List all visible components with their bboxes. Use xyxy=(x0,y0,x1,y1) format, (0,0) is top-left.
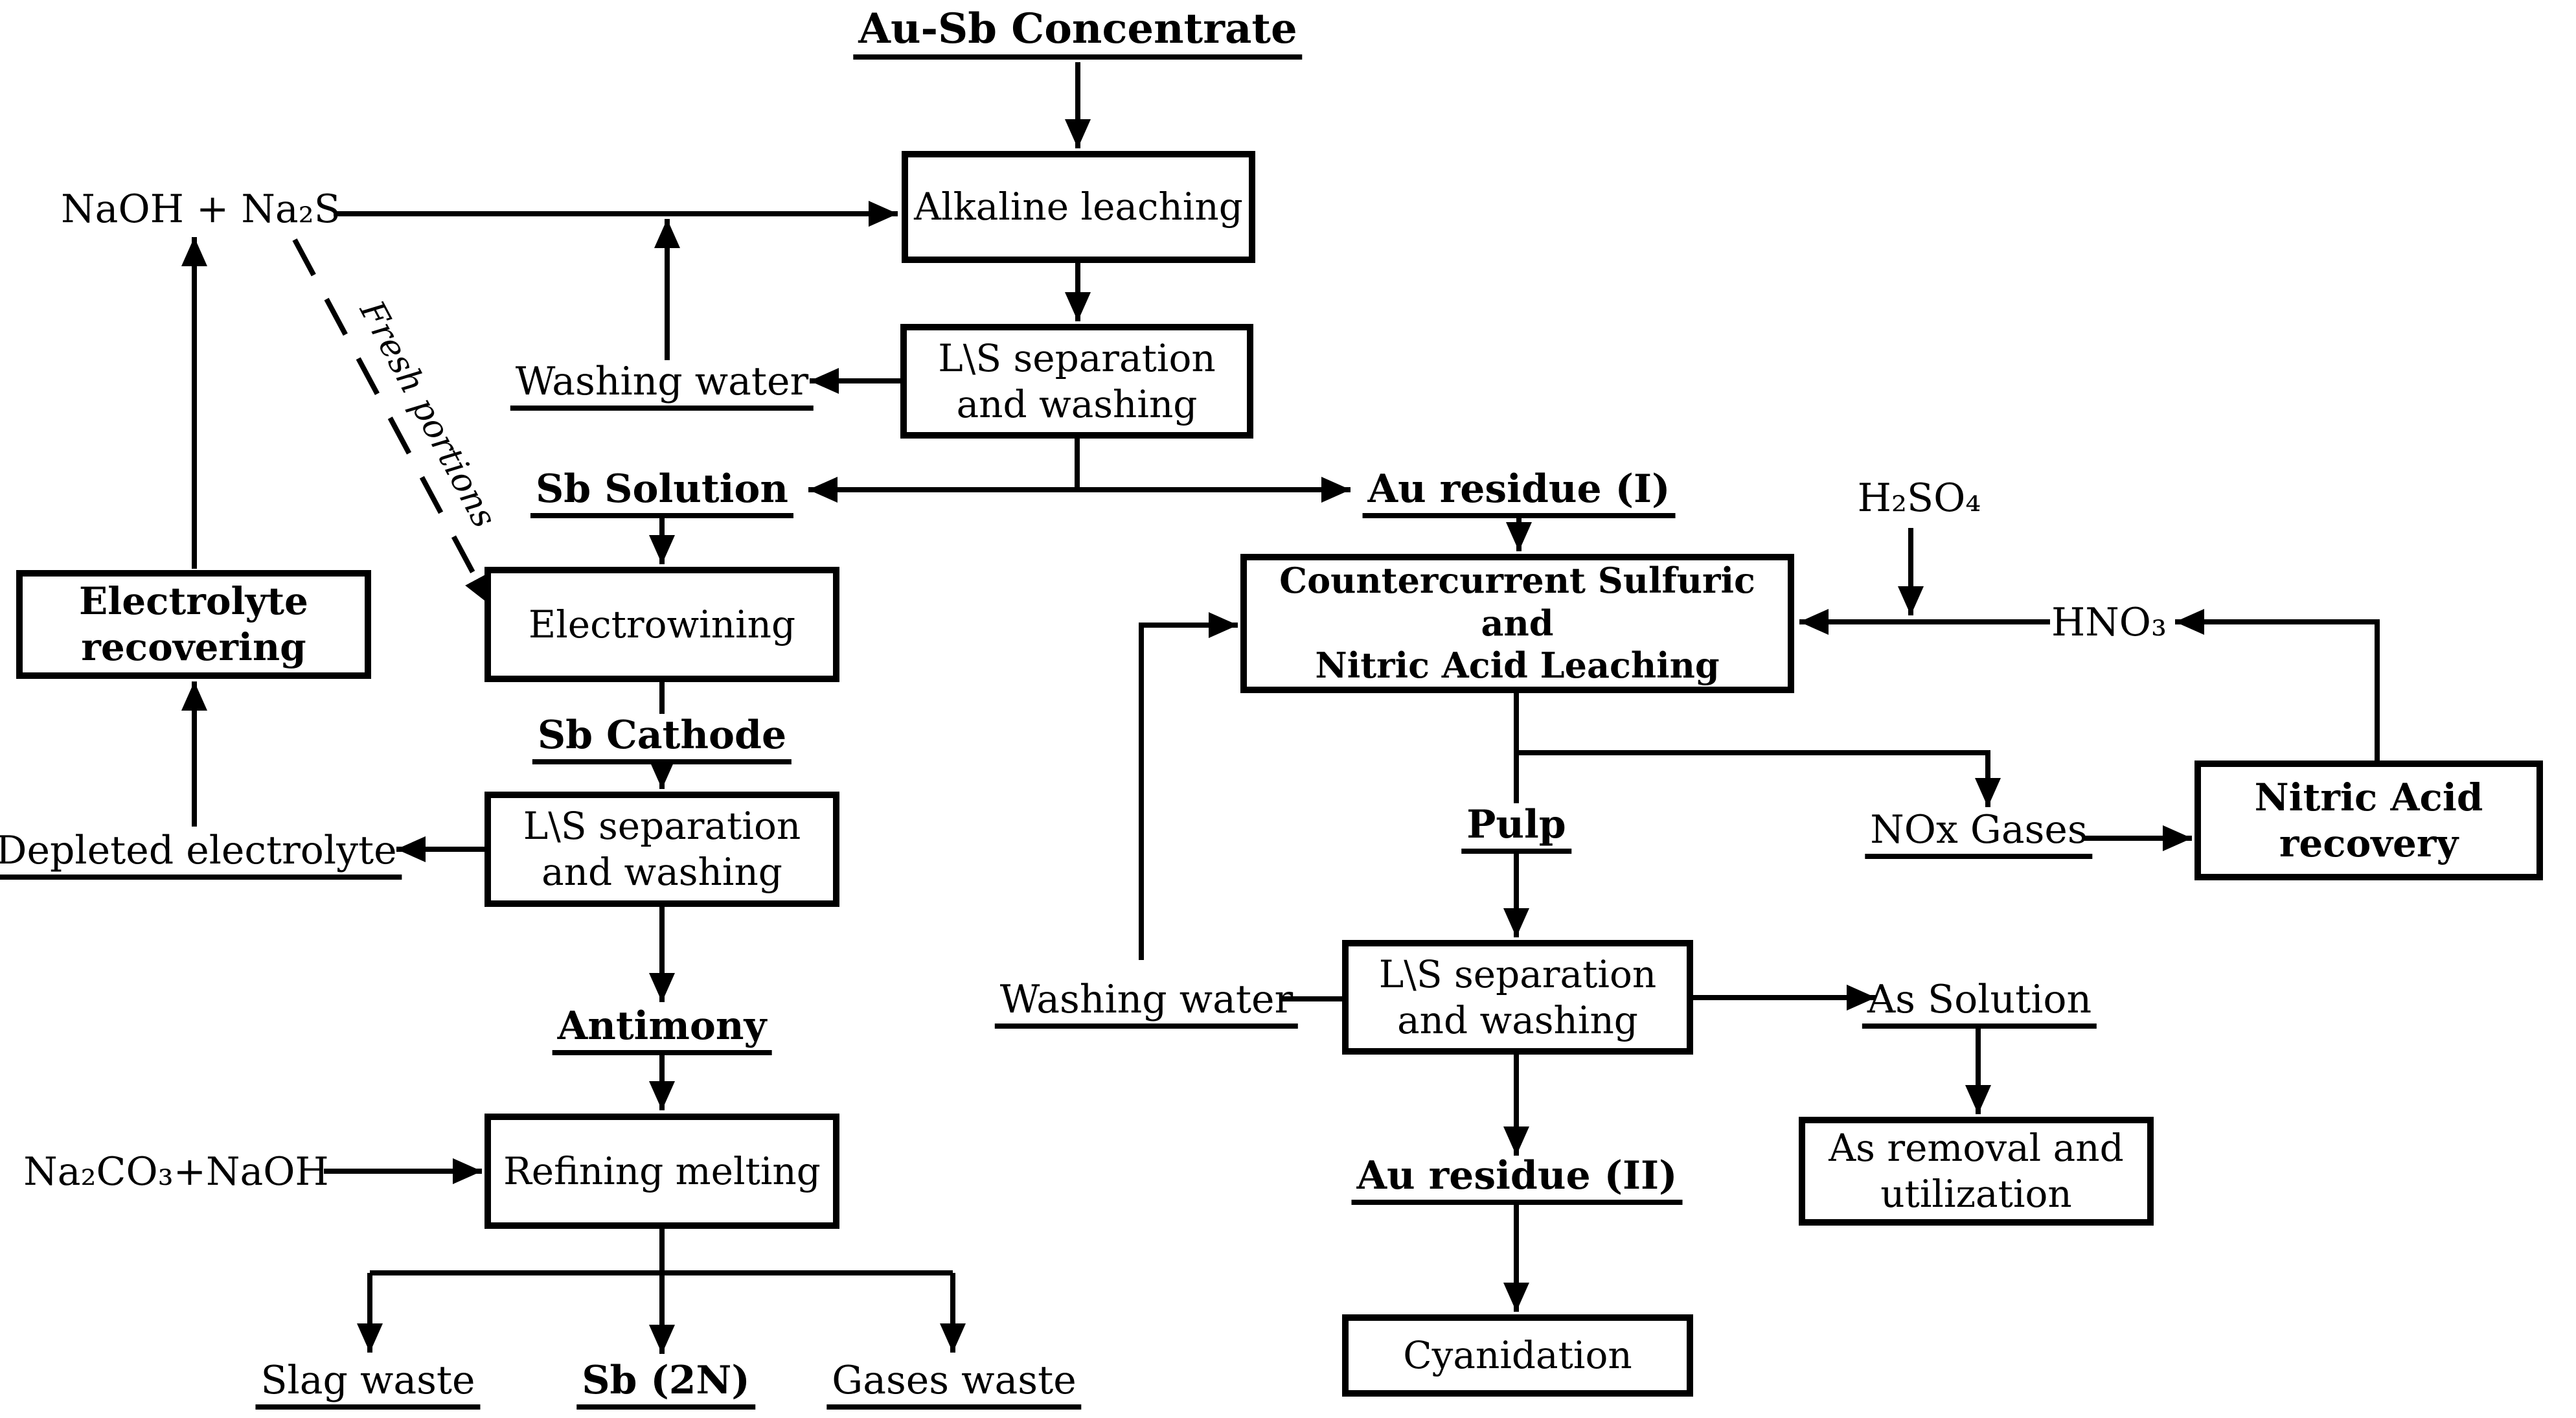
label-gases-waste: Gases waste xyxy=(826,1359,1082,1410)
label-sb-2n: Sb (2N) xyxy=(576,1359,755,1410)
box-alkaline-leaching: Alkaline leaching xyxy=(902,151,1255,263)
box-electrowining: Electrowining xyxy=(484,567,839,682)
label-na2co3-naoh: Na₂CO₃+NaOH xyxy=(23,1149,329,1195)
arrow-washingwater2-to-countercurrent xyxy=(1139,612,1238,960)
box-nitric-acid-recovery-label: Nitric Acid recovery xyxy=(2254,775,2483,865)
label-au-residue-1: Au residue (I) xyxy=(1362,468,1676,518)
box-countercurrent-leaching-label: Countercurrent Sulfuric and Nitric Acid … xyxy=(1279,559,1755,687)
label-au-residue-2: Au residue (II) xyxy=(1351,1154,1683,1205)
label-pulp: Pulp xyxy=(1461,803,1571,854)
box-ls-separation-3: L\S separation and washing xyxy=(1342,940,1693,1055)
box-electrolyte-recovering: Electrolyte recovering xyxy=(16,570,371,679)
box-countercurrent-leaching: Countercurrent Sulfuric and Nitric Acid … xyxy=(1240,554,1794,693)
label-sb-solution: Sb Solution xyxy=(530,468,794,518)
box-ls-separation-2: L\S separation and washing xyxy=(484,792,839,907)
label-naoh-na2s: NaOH + Na₂S xyxy=(61,187,341,232)
box-refining-melting: Refining melting xyxy=(484,1114,839,1229)
box-as-removal-utilization: As removal and utilization xyxy=(1799,1117,2154,1226)
box-nitric-acid-recovery: Nitric Acid recovery xyxy=(2194,760,2543,880)
label-sb-cathode: Sb Cathode xyxy=(532,714,792,764)
label-hno3: HNO₃ xyxy=(2051,600,2167,645)
box-ls-separation-3-label: L\S separation and washing xyxy=(1378,952,1657,1042)
box-electrowining-label: Electrowining xyxy=(528,602,796,646)
arrow-fresh-portions-dashed xyxy=(292,238,493,606)
label-washing-water-2: Washing water xyxy=(994,978,1299,1029)
box-cyanidation-label: Cyanidation xyxy=(1403,1333,1632,1378)
label-nox-gases: NOx Gases xyxy=(1865,808,2093,859)
box-electrolyte-recovering-label: Electrolyte recovering xyxy=(79,579,308,669)
label-depleted-electrolyte: Depleted electrolyte xyxy=(0,829,402,880)
box-refining-melting-label: Refining melting xyxy=(503,1149,821,1193)
box-alkaline-leaching-label: Alkaline leaching xyxy=(914,185,1243,229)
label-slag-waste: Slag waste xyxy=(255,1359,481,1410)
box-as-removal-utilization-label: As removal and utilization xyxy=(1829,1126,2124,1216)
arrow-nitricrecovery-to-hno3 xyxy=(2175,609,2380,760)
label-washing-water-1: Washing water xyxy=(510,360,814,411)
box-ls-separation-2-label: L\S separation and washing xyxy=(523,804,801,894)
box-cyanidation: Cyanidation xyxy=(1342,1314,1693,1397)
label-antimony: Antimony xyxy=(552,1005,772,1055)
arrow-branch-to-noxgases xyxy=(1516,750,2001,807)
label-as-solution: As Solution xyxy=(1862,978,2097,1029)
box-ls-separation-1-label: L\S separation and washing xyxy=(938,336,1216,426)
label-au-sb-concentrate: Au-Sb Concentrate xyxy=(853,6,1303,60)
box-ls-separation-1: L\S separation and washing xyxy=(900,324,1253,439)
label-h2so4: H₂SO₄ xyxy=(1857,475,1981,521)
